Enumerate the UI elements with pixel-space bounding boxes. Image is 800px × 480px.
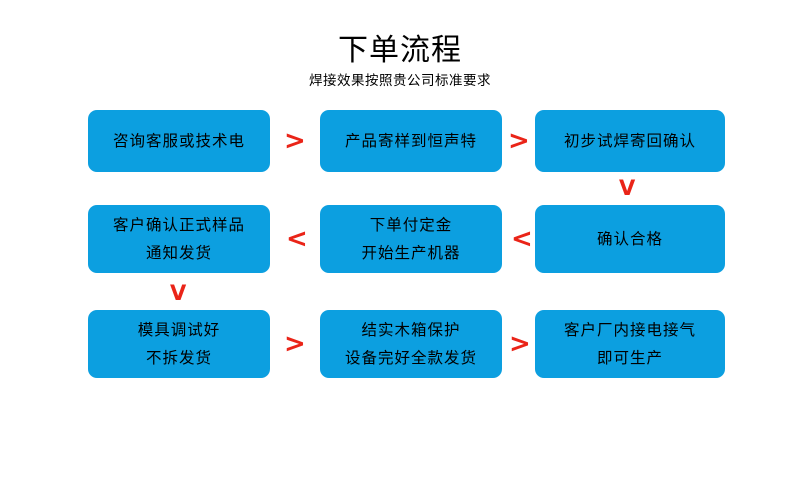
flow-node-step-2[interactable]: 产品寄样到恒声特	[320, 110, 502, 172]
flow-node-step-1[interactable]: 咨询客服或技术电	[88, 110, 270, 172]
flow-node-step-7[interactable]: 模具调试好 不拆发货	[88, 310, 270, 378]
flow-node-label: 咨询客服或技术电	[112, 132, 245, 150]
chevron-down-icon: V	[619, 176, 636, 200]
flow-node-step-4[interactable]: 确认合格	[535, 205, 725, 273]
flow-node-label: 客户厂内接电接气	[563, 321, 696, 339]
page-title: 下单流程	[338, 33, 462, 68]
flow-node-label: 确认合格	[596, 230, 663, 248]
flow-node-label: 不拆发货	[145, 349, 212, 367]
flow-node-step-8[interactable]: 结实木箱保护 设备完好全款发货	[320, 310, 502, 378]
flow-node-label: 模具调试好	[137, 321, 221, 339]
flow-node-label: 产品寄样到恒声特	[344, 132, 477, 150]
flow-node-label: 结实木箱保护	[361, 321, 461, 339]
page-subtitle: 焊接效果按照贵公司标准要求	[309, 73, 491, 89]
flow-node-step-3[interactable]: 初步试焊寄回确认	[535, 110, 725, 172]
chevron-right-icon: >	[284, 126, 306, 156]
flow-node-label: 即可生产	[596, 349, 663, 367]
chevron-right-icon: >	[284, 329, 306, 359]
chevron-down-icon: V	[170, 281, 187, 305]
flow-node-label: 下单付定金	[369, 216, 453, 234]
flow-node-step-5[interactable]: 下单付定金 开始生产机器	[320, 205, 502, 273]
flow-node-label: 客户确认正式样品	[112, 216, 245, 234]
flow-node-label: 设备完好全款发货	[344, 349, 477, 367]
flow-node-label: 初步试焊寄回确认	[563, 132, 696, 150]
flow-node-label: 开始生产机器	[361, 244, 461, 262]
chevron-left-icon: <	[511, 224, 533, 254]
flow-node-step-6[interactable]: 客户确认正式样品 通知发货	[88, 205, 270, 273]
chevron-right-icon: >	[509, 329, 531, 359]
flow-node-step-9[interactable]: 客户厂内接电接气 即可生产	[535, 310, 725, 378]
flow-node-label: 通知发货	[145, 244, 212, 262]
chevron-left-icon: <	[286, 224, 308, 254]
chevron-right-icon: >	[508, 126, 530, 156]
heading-block: 下单流程 焊接效果按照贵公司标准要求	[0, 32, 800, 91]
